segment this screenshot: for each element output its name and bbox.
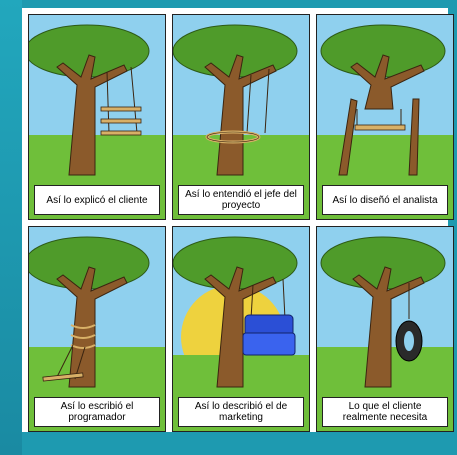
comic-panel-1: Así lo explicó el cliente — [28, 14, 166, 220]
comic-panel-6: Lo que el cliente realmente necesita — [316, 226, 454, 432]
panel-caption: Así lo explicó el cliente — [34, 185, 160, 215]
comic-panel-4: Así lo escribió el programador — [28, 226, 166, 432]
panel-caption: Así lo escribió el programador — [34, 397, 160, 427]
panel-caption: Lo que el cliente realmente necesita — [322, 397, 448, 427]
panel-caption: Así lo diseñó el analista — [322, 185, 448, 215]
panel-caption: Así lo entendió el jefe del proyecto — [178, 185, 304, 215]
comic-panel-3: Así lo diseñó el analista — [316, 14, 454, 220]
comic-sheet: Así lo explicó el cliente Así lo entendi… — [22, 8, 454, 432]
panel-caption: Así lo describió el de marketing — [178, 397, 304, 427]
comic-panel-2: Así lo entendió el jefe del proyecto — [172, 14, 310, 220]
tree-swing-illustration-5 — [173, 227, 309, 431]
slide-background — [0, 0, 22, 455]
comic-panel-5: Así lo describió el de marketing — [172, 226, 310, 432]
